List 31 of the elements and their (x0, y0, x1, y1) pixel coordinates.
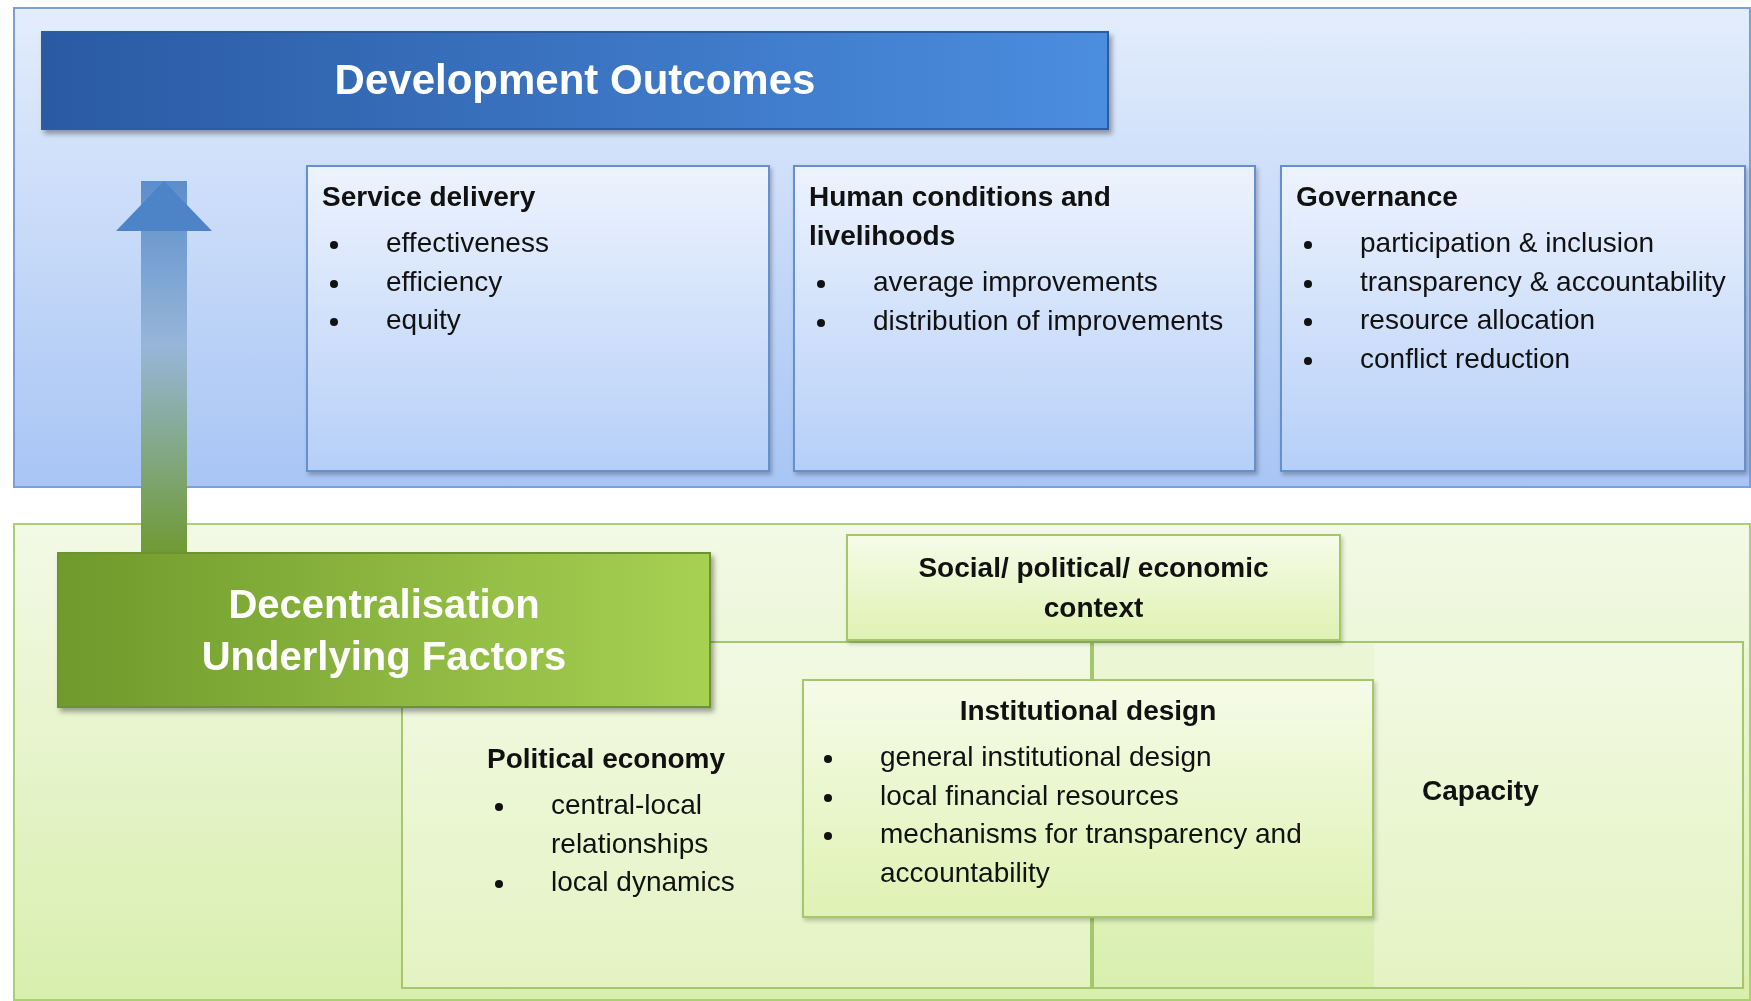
category-box (793, 165, 1256, 472)
box-heading: Political economy (487, 742, 726, 776)
bullet-item: mechanisms for transparency and accountability (816, 815, 1360, 893)
heading-box (57, 552, 711, 708)
box-heading: Governance (1296, 180, 1458, 214)
bullet-item: average improvements (809, 263, 1240, 302)
category-box (846, 534, 1341, 641)
bullet-item: local financial resources (816, 776, 1360, 816)
bullet-item: effectiveness (322, 224, 754, 263)
category-box (802, 679, 1374, 918)
panel-background (13, 523, 1751, 1001)
box-heading: Social/ political/ economic context (917, 551, 1270, 625)
box-title: Development Outcomes (334, 55, 816, 106)
bullet-item: participation & inclusion (1296, 224, 1730, 263)
bullet-item: transparency & accountability (1296, 262, 1730, 302)
title-bar (41, 31, 1109, 130)
block-arrow (116, 181, 212, 552)
bullet-item: distribution of improvements (809, 302, 1240, 341)
box-heading: Capacity (1422, 775, 1539, 806)
category-box (306, 165, 770, 472)
panel-background (13, 7, 1751, 488)
category-box (1374, 641, 1744, 989)
bullet-item: equity (322, 301, 754, 341)
category-box (1280, 165, 1746, 472)
box-heading: Institutional design (958, 694, 1218, 728)
box-title: Decentralisation Underlying Factors (200, 581, 568, 680)
bullet-item: resource allocation (1296, 301, 1730, 341)
bullet-item: efficiency (322, 262, 754, 302)
bullet-item: general institutional design (816, 738, 1360, 777)
bullet-item: conflict reduction (1296, 340, 1730, 379)
box-heading: Service delivery (322, 180, 536, 214)
